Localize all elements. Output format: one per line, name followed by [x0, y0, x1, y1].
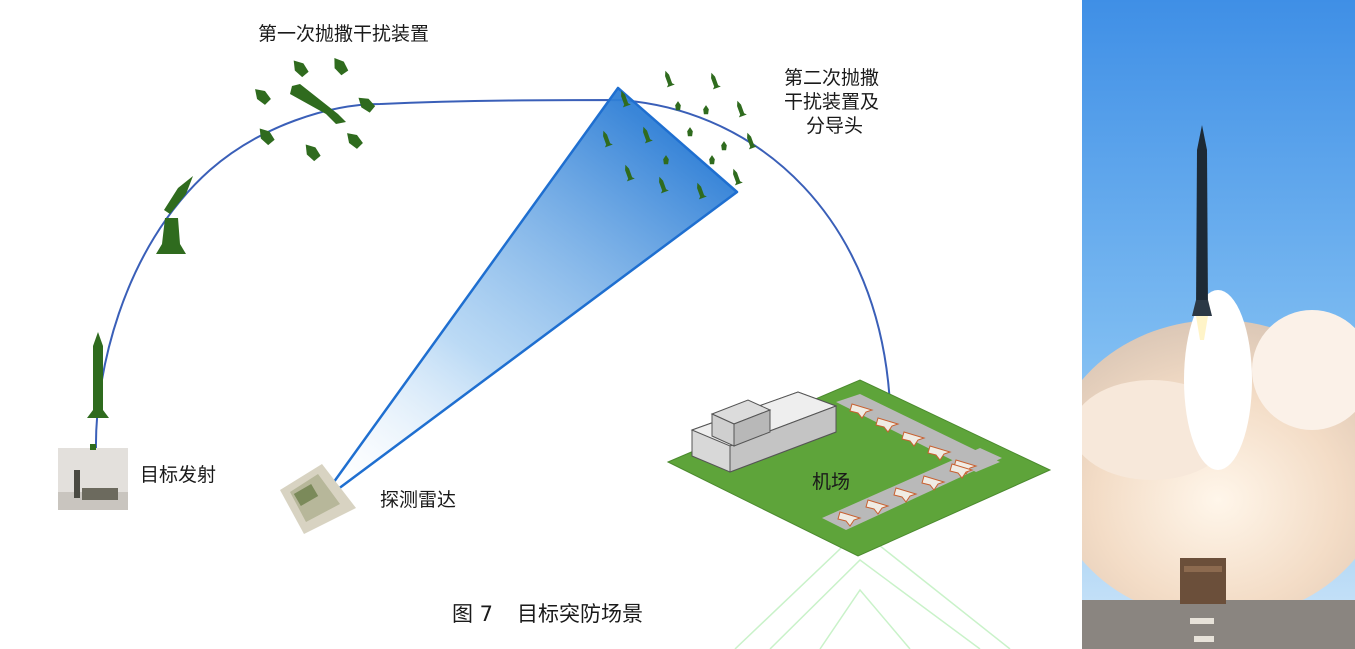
label-target-launch: 目标发射 — [140, 464, 217, 486]
airport-illustration — [666, 379, 1052, 557]
label-detection-radar: 探测雷达 — [380, 489, 457, 511]
trajectory-arc — [94, 98, 891, 449]
launching-missile-icon — [87, 332, 109, 418]
label-first-release: 第一次抛撒干扰装置 — [258, 23, 430, 45]
caption-text: 目标突防场景 — [517, 602, 644, 626]
radar-vehicle-image — [280, 464, 356, 534]
label-second-release-line1: 第二次抛撒 — [784, 67, 880, 89]
label-airport: 机场 — [812, 471, 851, 493]
climbing-missile-icon — [156, 176, 193, 254]
terminal-building — [690, 391, 838, 473]
label-second-release-line2: 干扰装置及 — [784, 91, 880, 113]
label-second-release-line3: 分导头 — [806, 115, 864, 137]
radar-beam — [316, 86, 739, 506]
launch-vehicle-image — [58, 444, 128, 510]
caption-number: 图 7 — [452, 602, 494, 626]
first-release-decoys — [251, 54, 377, 163]
figure-caption: 图 7 目标突防场景 — [452, 602, 643, 626]
penetration-scenario-diagram — [58, 54, 1052, 649]
missile-launch-photo — [1082, 0, 1355, 649]
